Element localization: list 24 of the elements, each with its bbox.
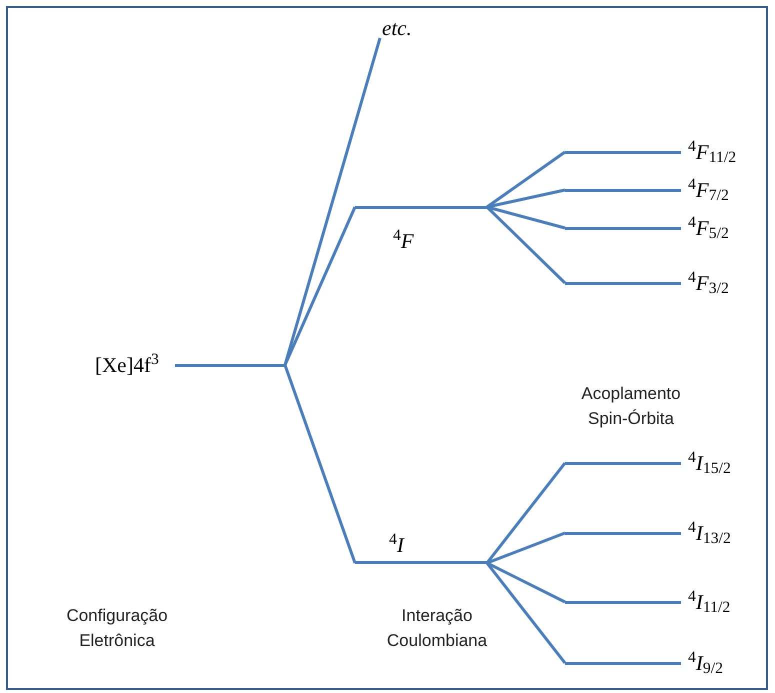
- term-symbol: $^{4}$F$_{5/2}$: [688, 218, 729, 238]
- term-symbol: etc.: [382, 16, 412, 40]
- term-symbol: $^{4}$F$_{3/2}$: [688, 272, 729, 294]
- connector-line: [284, 364, 356, 564]
- connector-line: [486, 562, 566, 604]
- stage-label: Acoplamento Spin-Órbita: [580, 383, 682, 430]
- term-symbol: $^{4}$I$_{13/2}$: [688, 522, 731, 544]
- term-symbol: $^{4}$F$_{11/2}$: [688, 142, 736, 162]
- term-symbol: $^{4}$I$_{9/2}$: [688, 652, 724, 674]
- connector-line: [284, 38, 382, 366]
- term-symbol: $^{4}$I: [389, 533, 404, 557]
- term-symbol: $^{4}$F: [393, 229, 414, 253]
- stage-label: Interação Coulombiana: [386, 605, 488, 652]
- connector-line: [486, 462, 566, 564]
- term-symbol: $^{4}$F$_{7/2}$: [688, 180, 729, 200]
- connector-line: [486, 150, 566, 208]
- connector-line: [486, 532, 566, 564]
- term-symbol: $^{4}$I$_{11/2}$: [688, 592, 730, 612]
- connector-line: [486, 206, 566, 284]
- connector-line: [284, 206, 356, 366]
- term-symbol: [Xe]4f$^{3}$: [95, 354, 159, 376]
- connector-line: [486, 562, 566, 664]
- term-symbol: $^{4}$I$_{15/2}$: [688, 452, 731, 474]
- stage-label: Configuração Eletrônica: [65, 605, 169, 652]
